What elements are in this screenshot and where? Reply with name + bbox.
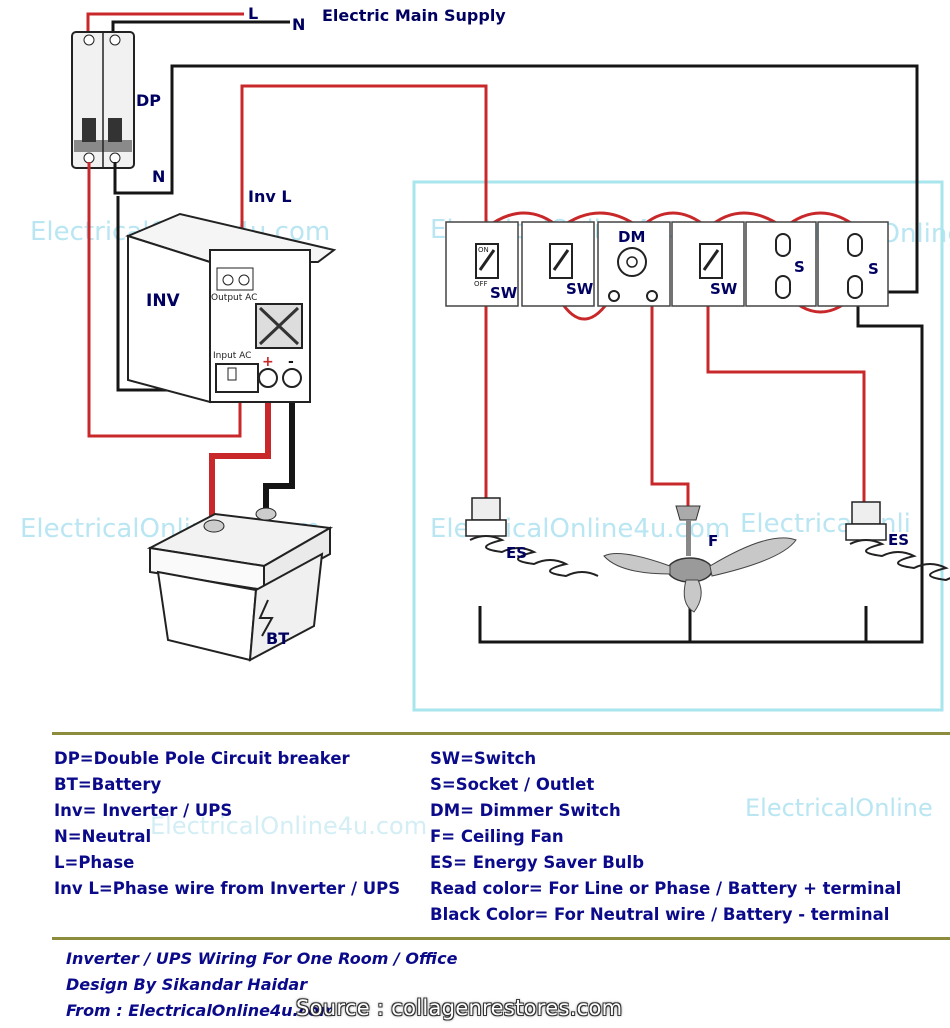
legend-item: F= Ceiling Fan [430,827,564,846]
legend-item: S=Socket / Outlet [430,775,595,794]
dp-label: DP [136,91,161,110]
credits: Inverter / UPS Wiring For One Room / Off… [66,946,457,1024]
legend-item: Read color= For Line or Phase / Battery … [430,879,902,898]
inv-l-label: Inv L [248,187,292,206]
plus-label: + [262,354,274,370]
legend-item: N=Neutral [54,827,152,846]
inverter-unit [125,212,337,404]
socket-label: S [868,260,879,278]
wiring-diagram: ElectricalOnline4u.com ElectricalOnline4… [20,4,950,712]
inv-label: INV [146,291,181,311]
legend-item: L=Phase [54,853,135,872]
legend-item: BT=Battery [54,775,162,794]
legend-item: DP=Double Pole Circuit breaker [54,749,350,768]
sw-label: SW [490,284,518,302]
switch-board [445,221,889,307]
sw-label: SW [710,280,738,298]
legend: DP=Double Pole Circuit breaker BT=Batter… [0,732,950,942]
room-boundary [412,180,944,712]
legend-right-column: SW=Switch S=Socket / Outlet DM= Dimmer S… [430,746,901,928]
output-ac-label: Output AC [211,293,257,303]
top-divider [52,732,950,735]
line-label: L [248,4,258,23]
main-supply-title: Electric Main Supply [322,6,506,25]
off-label: OFF [474,280,488,288]
legend-item: Inv L=Phase wire from Inverter / UPS [54,879,401,898]
legend-item: ES= Energy Saver Bulb [430,853,645,872]
legend-item: DM= Dimmer Switch [430,801,621,820]
es-label: ES [506,544,527,562]
distribution-wires [87,64,924,644]
legend-item: Black Color= For Neutral wire / Battery … [430,905,890,924]
on-label: ON [478,246,489,254]
energy-saver-bulb-right [845,501,950,582]
n-label: N [152,167,165,186]
source-watermark: Source : collagenrestores.com [296,996,623,1020]
dm-label: DM [618,228,645,246]
legend-left-column: DP=Double Pole Circuit breaker BT=Batter… [54,746,400,902]
battery [146,507,334,662]
double-pole-breaker [71,31,135,169]
credit-title: Inverter / UPS Wiring For One Room / Off… [66,949,458,968]
fan-label: F [708,532,718,550]
input-ac-label: Input AC [213,351,251,361]
legend-item: Inv= Inverter / UPS [54,801,233,820]
legend-item: SW=Switch [430,749,537,768]
ceiling-fan [603,505,797,613]
minus-label: - [288,354,294,370]
bottom-divider [52,937,950,940]
socket-label: S [794,258,805,276]
neutral-label: N [292,15,305,34]
es-label: ES [888,531,909,549]
energy-saver-bulb-left [465,497,599,578]
diagram-labels: L N Electric Main Supply DP N Inv L INV … [136,4,909,648]
watermark: ElectricalOnline [745,794,933,822]
credit-source: From : ElectricalOnline4u.com [66,1001,336,1020]
credit-author: Design By Sikandar Haidar [66,975,308,994]
bt-label: BT [266,629,289,648]
watermark: ElectricalOnline4u.com [150,812,428,840]
sw-label: SW [566,280,594,298]
